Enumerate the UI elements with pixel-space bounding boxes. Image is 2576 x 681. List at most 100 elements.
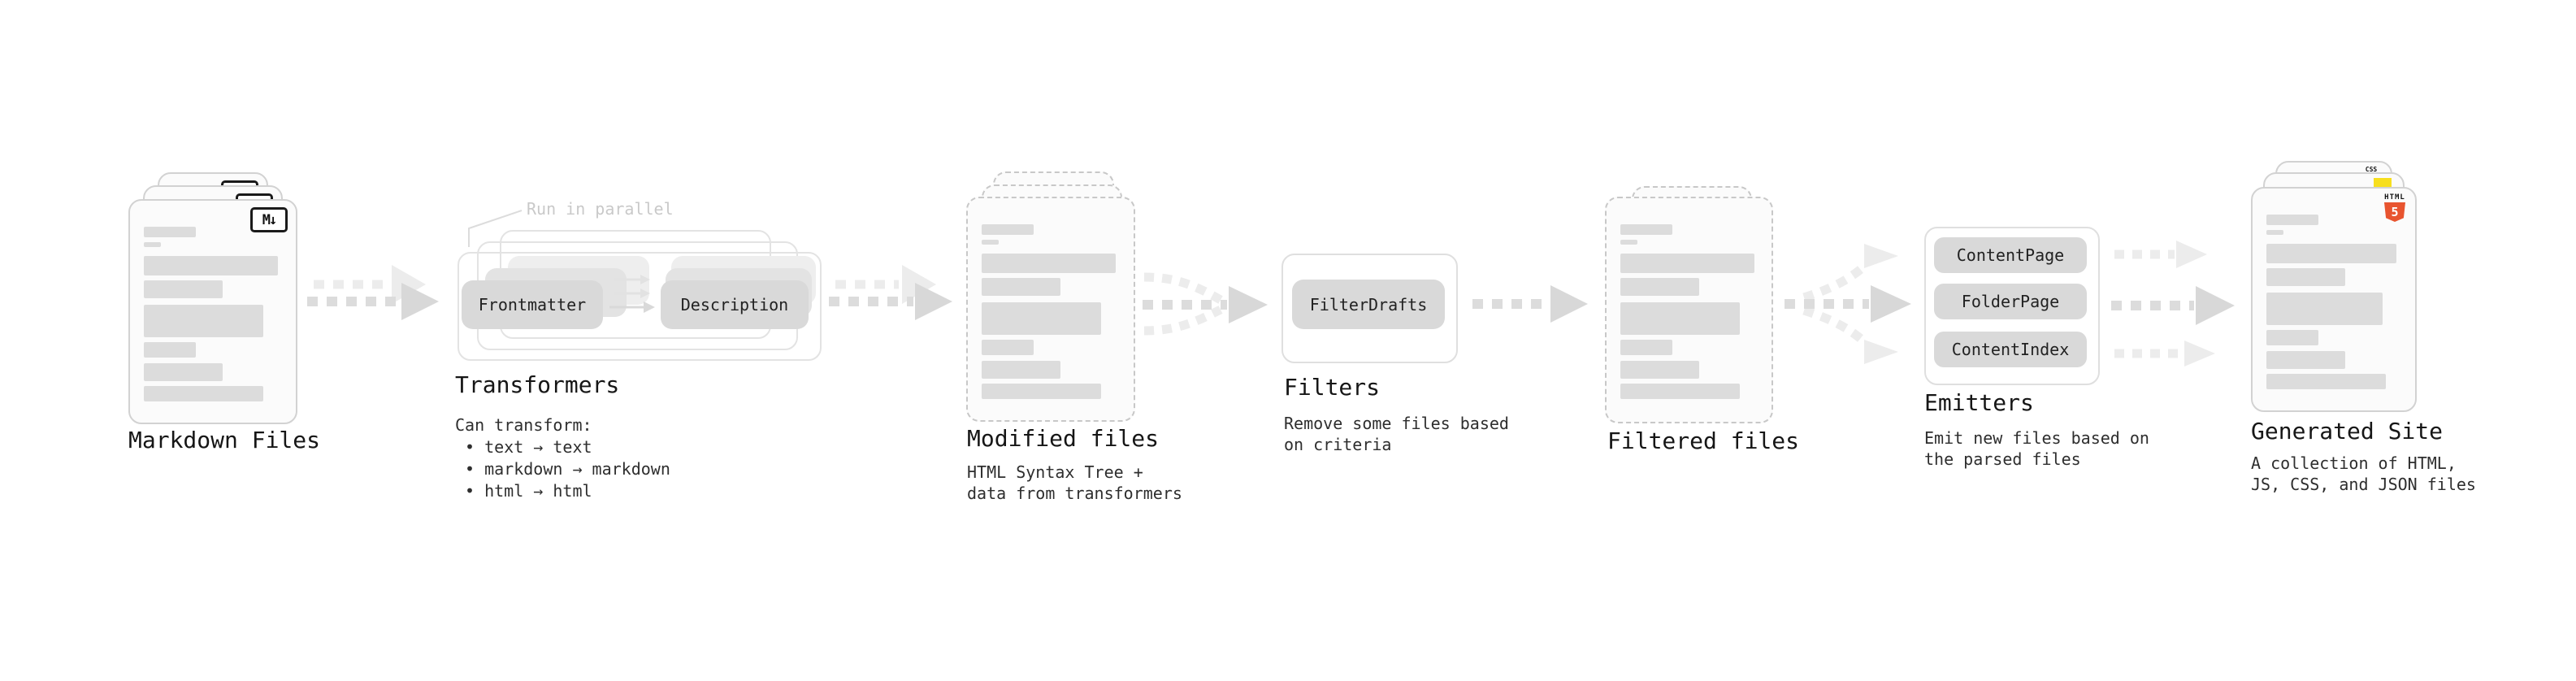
placeholder-bar [982,224,1034,235]
arrow-emitters-to-site-bottom [2114,340,2215,367]
placeholder-bar [982,278,1060,296]
transformer-pill-ghost [508,256,649,305]
transformer-pill-ghost [485,268,627,317]
run-in-parallel-leader-line [468,210,523,247]
placeholder-bar [1620,240,1637,245]
stage-description-line: • text → text [465,437,592,457]
placeholder-bar [982,340,1034,355]
stage-description: A collection of HTML, JS, CSS, and JSON … [2251,453,2476,495]
run-in-parallel-note: Run in parallel [527,199,674,219]
placeholder-bar [144,227,196,237]
filter-pill-filterdrafts: FilterDrafts [1292,280,1445,329]
stage-description: Can transform: • text → text • markdown … [455,414,670,502]
placeholder-bar [982,254,1116,273]
modified-file-card-back [993,171,1114,397]
filtered-file-card-back [1632,186,1752,411]
arrow-markdown-to-transformers [307,265,439,320]
placeholder-bar [2266,230,2283,235]
transformers-frame-middle [477,241,798,350]
transformer-pill-description: Description [661,280,809,329]
stage-description-line: Remove some files based [1284,414,1509,433]
arrow-filters-to-filtered [1472,285,1588,323]
placeholder-bar [982,302,1101,335]
stage-description: Remove some files based on criteria [1284,413,1509,455]
stage-description-line: Can transform: [455,415,592,435]
stage-description-line: JS, CSS, and JSON files [2251,475,2476,494]
placeholder-bar [1620,384,1740,399]
generated-file-card-js [2263,172,2405,397]
placeholder-bar [1620,302,1740,335]
emitter-pill-contentpage: ContentPage [1934,237,2087,273]
emitters-frame [1924,227,2100,385]
css-icon: CSS [2363,167,2379,176]
placeholder-bar [1620,361,1699,379]
transformers-frame-back [500,230,771,339]
placeholder-bar [144,256,278,275]
placeholder-bar [982,384,1101,399]
placeholder-bar [1620,224,1672,235]
arrow-modified-to-filters [1143,272,1268,336]
arrow-filtered-to-emitters [1785,244,1911,364]
placeholder-bar [1620,254,1754,273]
js-icon [2374,178,2392,187]
arrow-transformers-to-modified [829,265,952,320]
html5-icon-number: 5 [2391,204,2399,219]
placeholder-bar [982,361,1060,379]
css-icon-underline [2363,174,2379,176]
arrow-emitters-to-site-top [2114,241,2207,268]
placeholder-bar [2266,351,2345,369]
html5-icon-shield: 5 [2384,202,2405,222]
transformer-parallel-arrows [609,275,655,313]
stage-description-line: Emit new files based on [1924,428,2149,448]
stage-title: Generated Site [2251,418,2444,445]
markdown-icon: M↓ [221,180,258,206]
stage-title: Transformers [455,371,620,398]
placeholder-bar [144,242,161,247]
markdown-file-card-back: M↓ [158,172,268,397]
stage-description-line: A collection of HTML, [2251,453,2457,473]
placeholder-bar [1620,340,1672,355]
placeholder-bar [144,342,196,358]
html5-icon-title: HTML [2384,193,2405,202]
stage-description-line: the parsed files [1924,449,2081,469]
filtered-file-card-front [1605,197,1773,423]
css-icon-text: CSS [2365,166,2378,173]
placeholder-bar [2266,293,2383,325]
placeholder-bar [2266,330,2318,345]
stage-description: Emit new files based on the parsed files [1924,427,2149,470]
filters-frame [1281,254,1458,363]
placeholder-bar [2266,374,2386,389]
markdown-icon: M↓ [250,207,288,232]
placeholder-bar [144,363,223,381]
modified-file-card-front [966,197,1135,422]
stage-description-line: • markdown → markdown [465,459,670,479]
stage-description: HTML Syntax Tree + data from transformer… [967,462,1182,504]
markdown-file-card-front: M↓ [128,199,297,424]
generated-file-card-html: HTML 5 [2251,187,2417,412]
generated-file-card-css: CSS [2275,161,2392,386]
placeholder-bar [2266,215,2318,225]
placeholder-bar [982,240,999,245]
placeholder-bar [1620,278,1699,296]
stage-title: Emitters [1924,389,2034,416]
placeholder-bar [144,386,263,401]
stage-title: Modified files [967,425,1160,452]
stage-title: Markdown Files [128,427,321,453]
html5-icon: HTML 5 [2383,194,2407,222]
placeholder-bar [144,305,263,337]
transformer-pill-ghost [671,256,816,305]
emitter-pill-folderpage: FolderPage [1934,284,2087,319]
modified-file-card-middle [982,184,1122,410]
stage-description-line: on criteria [1284,435,1392,454]
stage-title: Filters [1284,374,1381,401]
markdown-file-card-middle: M↓ [143,185,283,410]
transformers-frame-front [458,252,822,361]
transformer-pill-ghost [666,268,812,317]
emitter-pill-contentindex: ContentIndex [1934,332,2087,367]
